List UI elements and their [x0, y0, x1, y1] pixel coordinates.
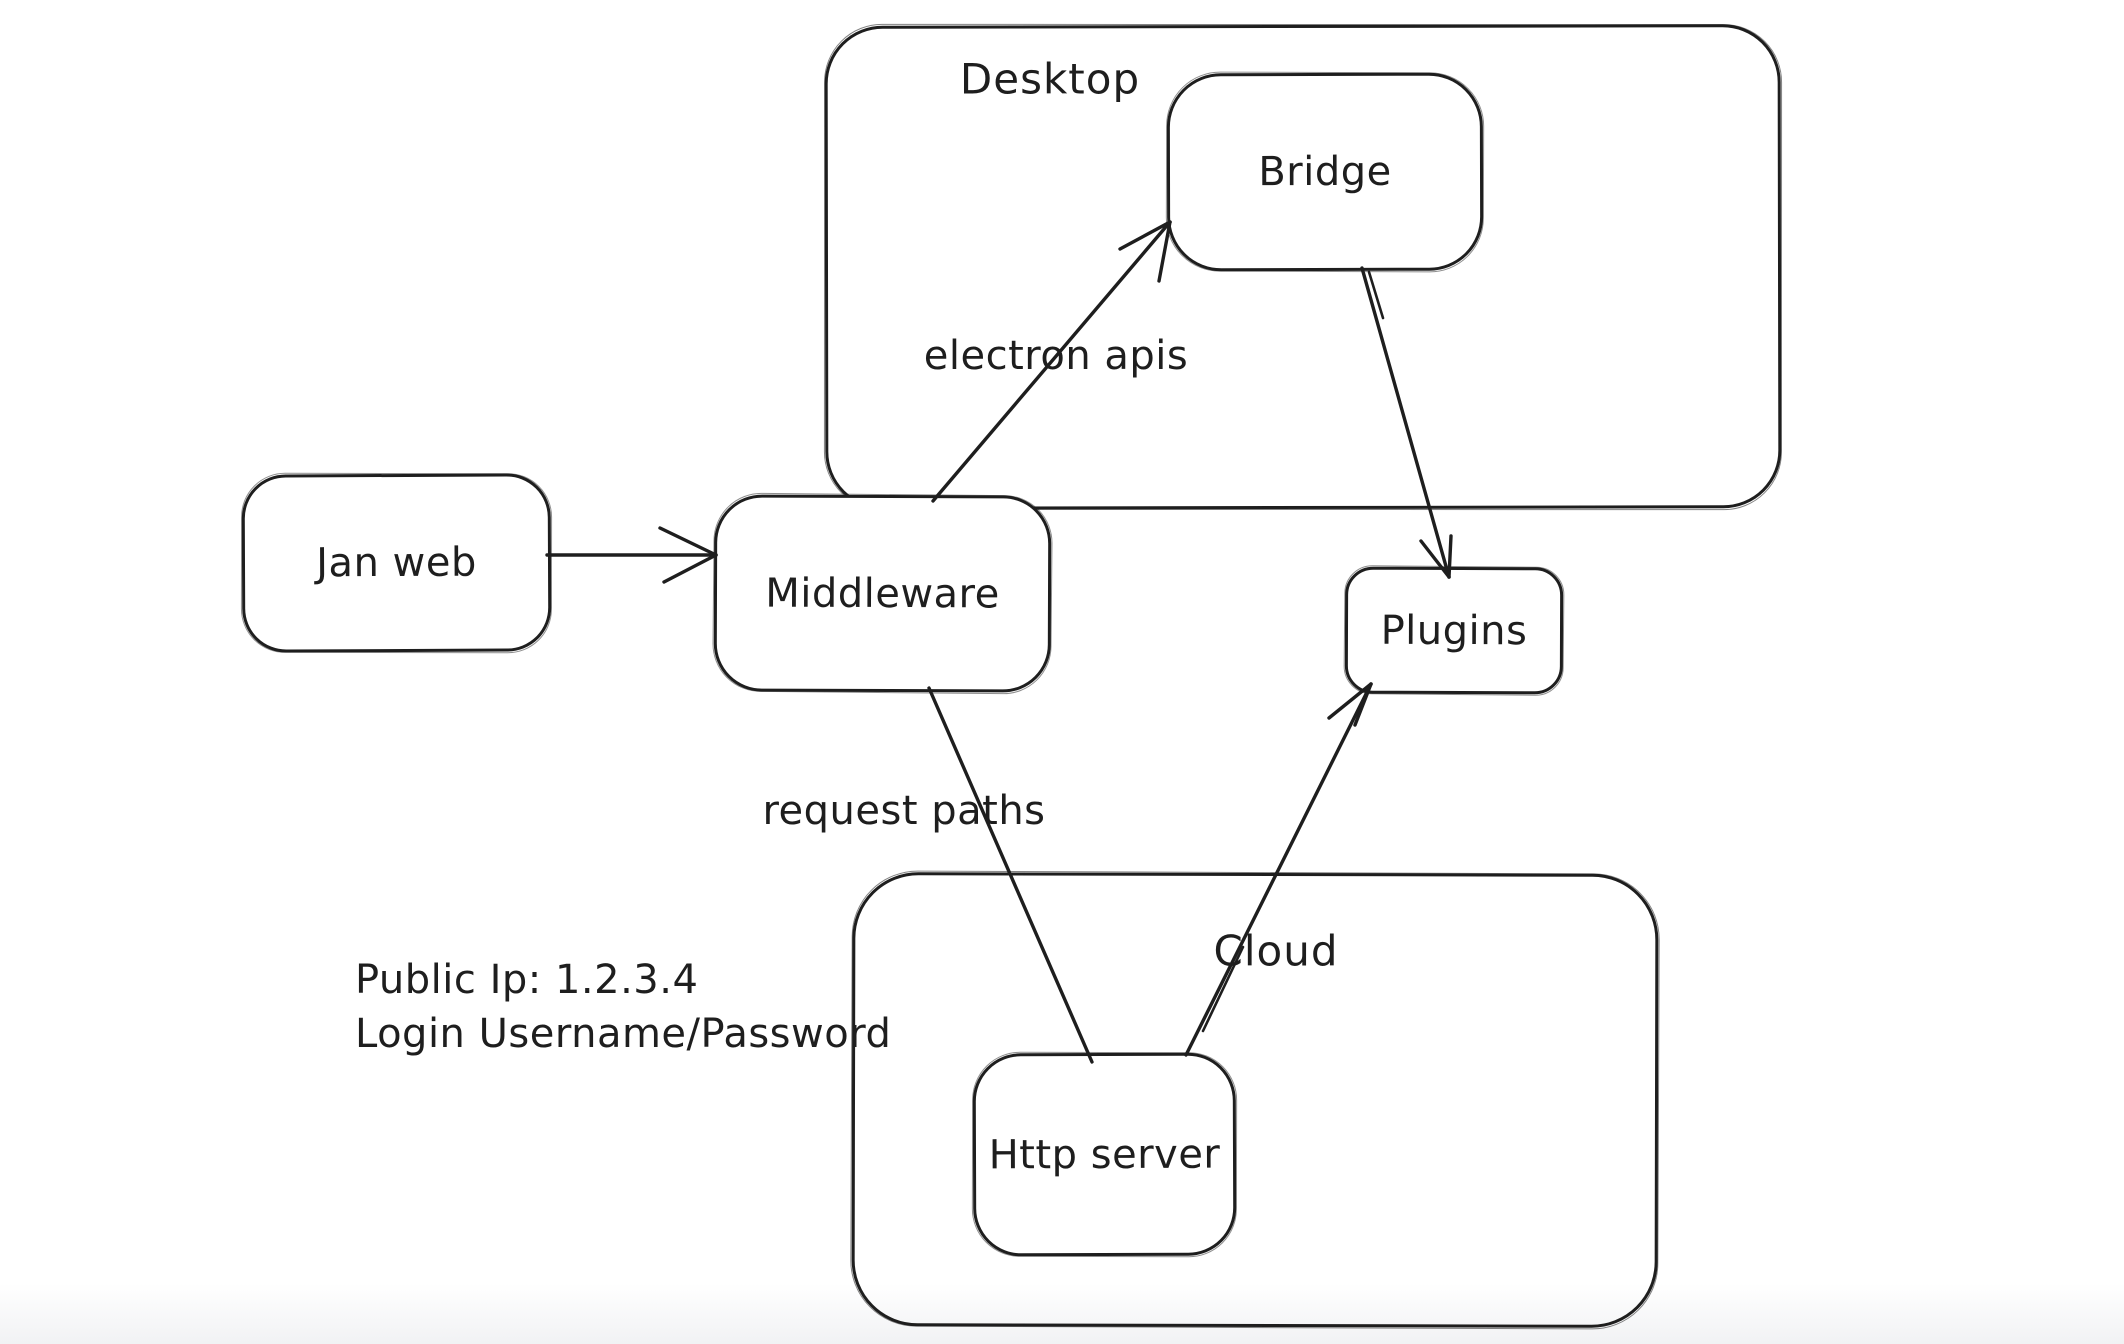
node-middleware-label: Middleware [765, 570, 1000, 617]
edge-label-request-paths: request paths [762, 788, 1046, 834]
annotation-login: Login Username/Password [355, 1011, 892, 1057]
annotation-block: Public Ip: 1.2.3.4 Login Username/Passwo… [355, 953, 891, 1061]
desktop-container-label: Desktop [959, 54, 1141, 104]
node-plugins-label: Plugins [1380, 607, 1528, 654]
edge-label-electron-apis: electron apis [923, 333, 1189, 379]
node-jan-web: Jan web [241, 473, 552, 653]
node-plugins: Plugins [1344, 566, 1564, 695]
cloud-container-label: Cloud [1213, 926, 1339, 976]
node-jan-web-label: Jan web [316, 539, 477, 587]
node-middleware: Middleware [713, 494, 1052, 693]
node-bridge-label: Bridge [1258, 148, 1392, 196]
edge-janweb-to-middleware [545, 526, 718, 584]
annotation-public-ip: Public Ip: 1.2.3.4 [355, 957, 699, 1003]
node-http-server: Http server [972, 1052, 1237, 1257]
node-http-server-label: Http server [988, 1131, 1221, 1178]
node-bridge: Bridge [1166, 72, 1484, 272]
